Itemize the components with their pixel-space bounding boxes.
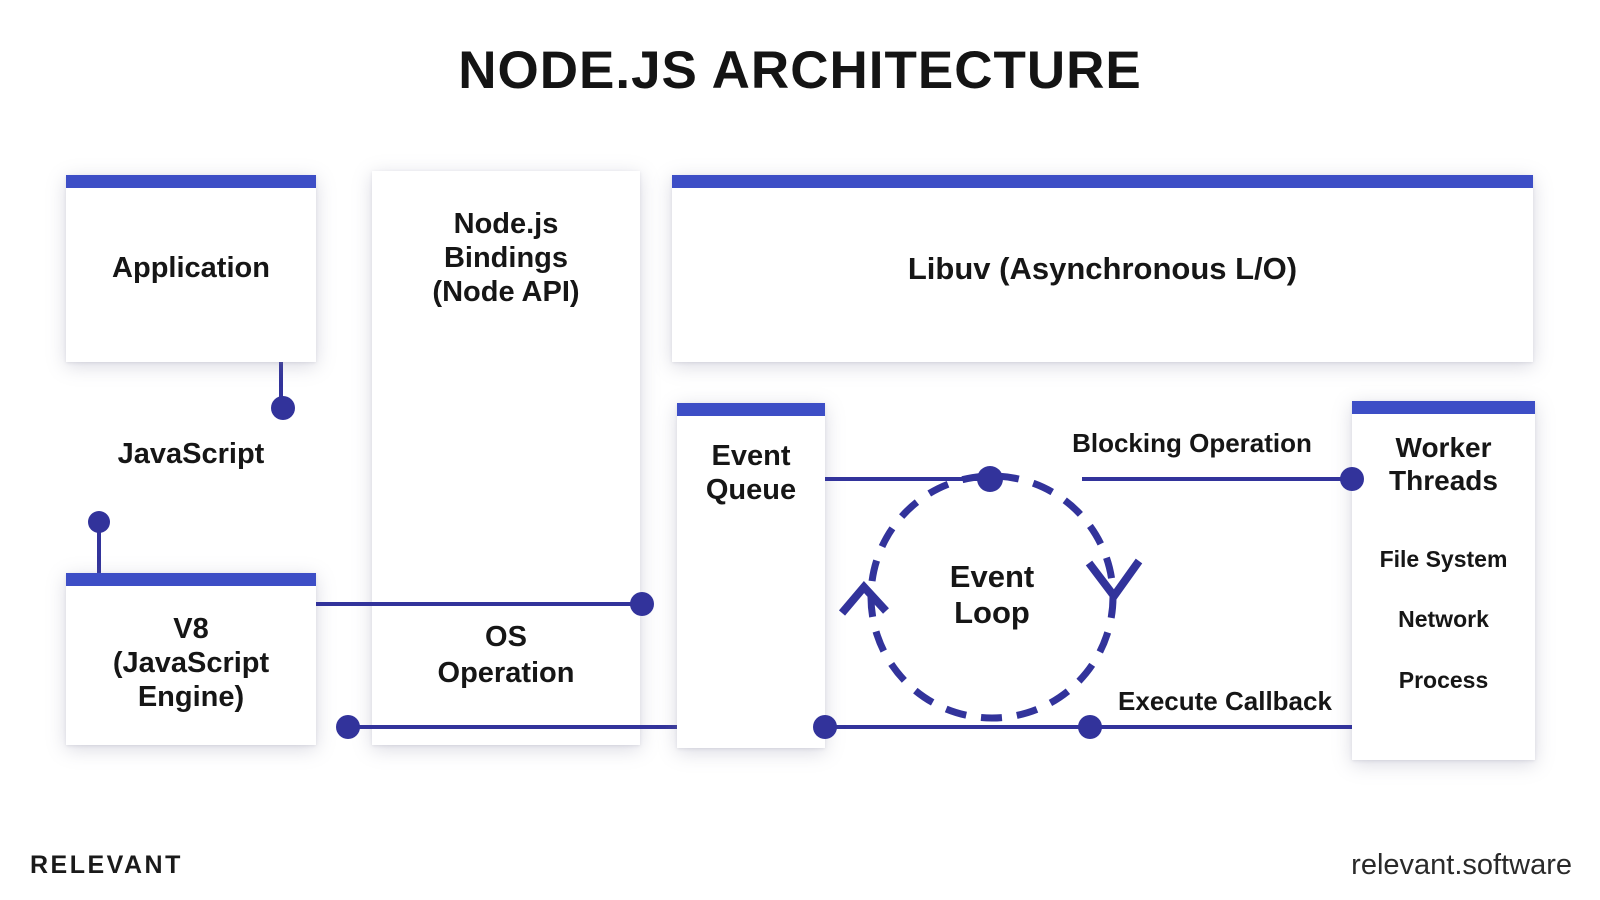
execute-callback-label: Execute Callback [1118,686,1332,716]
worker-item-network: Network [1398,606,1489,632]
worker-item-process: Process [1398,667,1489,693]
event-queue-accent-bar [677,403,825,416]
libuv-label: Libuv (Asynchronous L/O) [907,250,1298,286]
connector-blocking-operation [1082,477,1352,481]
v8-label: V8 (JavaScript Engine) [112,613,270,713]
application-box-accent-bar [66,175,316,188]
application-label: Application [112,252,270,284]
v8-engine-box: V8 (JavaScript Engine) [66,573,316,745]
nodejs-bindings-label: Node.js Bindings (Node API) [432,208,580,308]
event-queue-label: Event Queue [705,440,797,506]
worker-item-file-system: File System [1379,546,1508,572]
os-operation-label: OS Operation [437,621,575,689]
connector-dot [336,715,360,739]
connector-dot [1340,467,1364,491]
application-box: Application [66,175,316,362]
connector-dot [630,592,654,616]
connector-dot [271,396,295,420]
libuv-box-accent-bar [672,175,1533,188]
website-link[interactable]: relevant.software [1351,849,1572,881]
javascript-label: JavaScript [117,438,265,470]
nodejs-bindings-box: Node.js Bindings (Node API) OS Operation [372,171,640,745]
clockwise-arrow-down-icon [1085,558,1143,603]
worker-threads-accent-bar [1352,401,1535,414]
connector-javascript-v8 [97,520,101,575]
connector-dot [1078,715,1102,739]
worker-threads-label: Worker Threads [1389,432,1498,496]
connector-v8-bindings [316,602,642,606]
worker-threads-box: Worker Threads File System Network Proce… [1352,401,1535,760]
event-loop-label: Event Loop [949,559,1035,630]
connector-dot [977,466,1003,492]
event-queue-box: Event Queue [677,403,825,748]
page-title: NODE.JS ARCHITECTURE [458,41,1142,100]
clockwise-arrow-up-icon [838,580,889,616]
v8-box-accent-bar [66,573,316,586]
connector-callback-left-segment [348,725,825,729]
libuv-box: Libuv (Asynchronous L/O) [672,175,1533,362]
connector-eventqueue-loop [825,477,991,481]
connector-application-javascript [279,362,283,400]
blocking-operation-label: Blocking Operation [1072,428,1312,458]
connector-dot [813,715,837,739]
connector-dot [88,511,110,533]
relevant-logo: RELEVANT [30,851,183,879]
